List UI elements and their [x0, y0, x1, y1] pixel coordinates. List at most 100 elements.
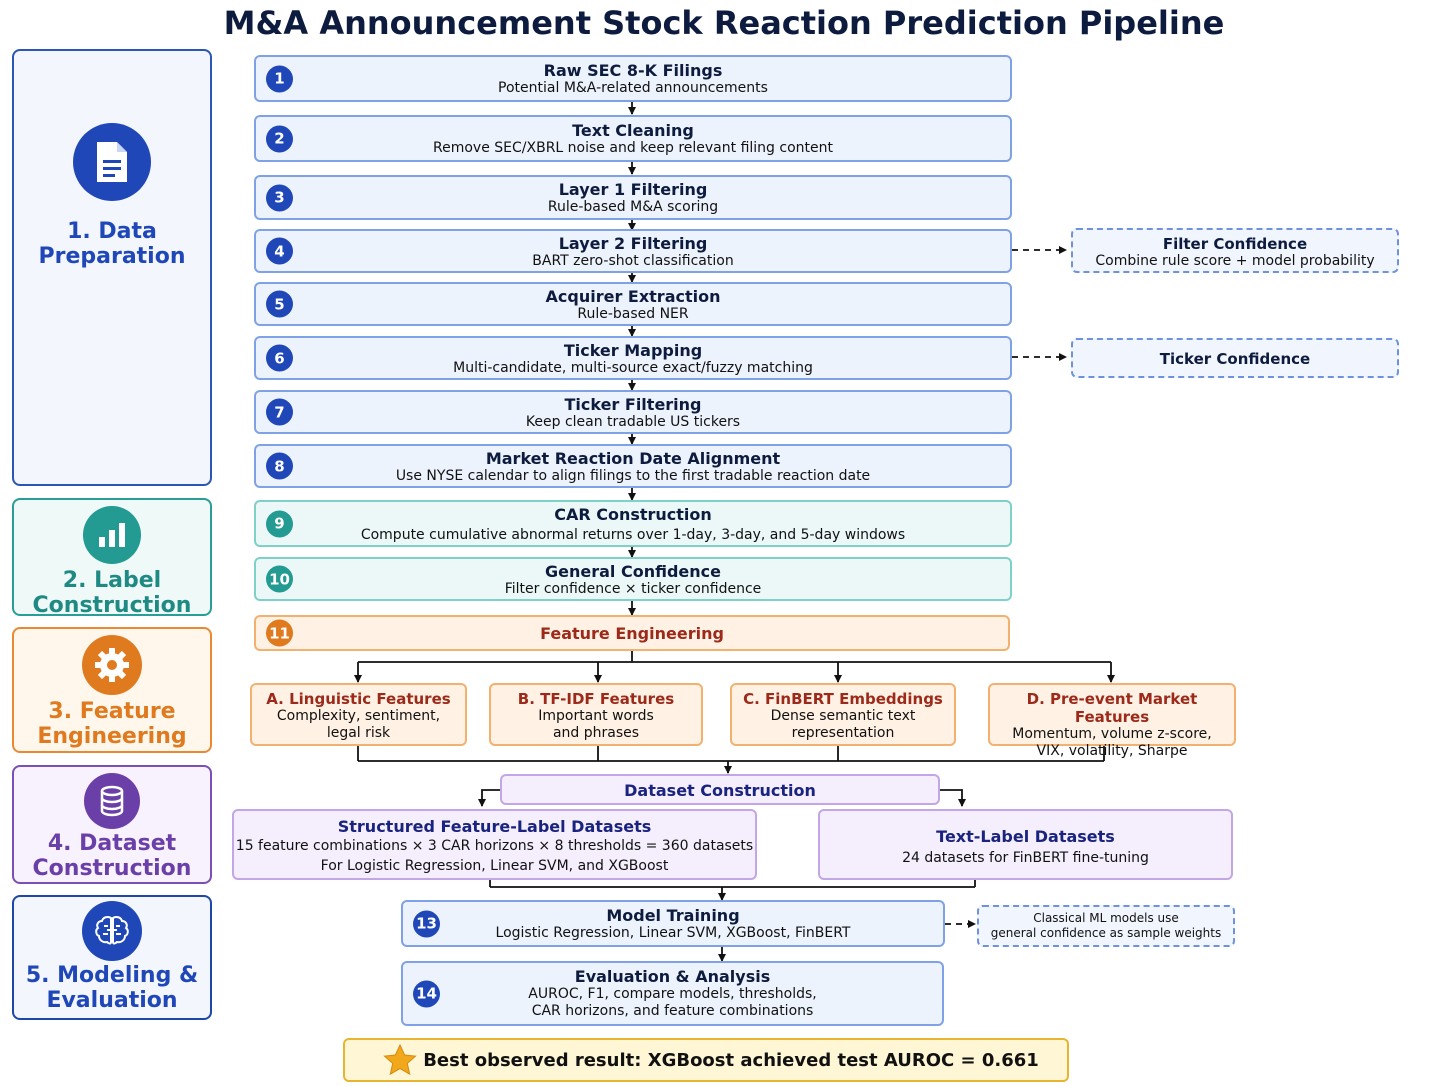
step-number: 11	[266, 619, 293, 647]
structured-line2: For Logistic Regression, Linear SVM, and…	[320, 858, 669, 874]
step-desc: Logistic Regression, Linear SVM, XGBoost…	[495, 925, 851, 941]
feature-title: A. Linguistic Features	[266, 690, 451, 708]
note-classical-ml: Classical ML models use general confiden…	[977, 905, 1235, 947]
dataset-construction-title: Dataset Construction	[624, 781, 816, 800]
feature-line2: legal risk	[326, 725, 391, 741]
note-line2: general confidence as sample weights	[990, 926, 1222, 940]
feature-title: C. FinBERT Embeddings	[743, 690, 943, 708]
step-feature-engineering: 11 Feature Engineering	[254, 615, 1010, 651]
stage-label-line1: 2. Label	[62, 568, 162, 593]
step-number: 8	[266, 452, 293, 480]
document-icon	[73, 123, 151, 201]
stage-label-line2: Construction	[32, 856, 192, 881]
stage-label-line2: Engineering	[37, 724, 187, 749]
feature-line1: Momentum, volume z-score,	[1012, 726, 1212, 742]
step-desc: Potential M&A-related announcements	[498, 80, 768, 96]
step-number: 14	[413, 980, 440, 1007]
feature-title: D. Pre-event Market Features	[1026, 690, 1198, 726]
step-title: CAR Construction	[554, 505, 712, 524]
stage-modeling-evaluation: 5. Modeling &Evaluation	[12, 895, 212, 1020]
step-number: 1	[266, 65, 293, 92]
result-text: Best observed result: XGBoost achieved t…	[423, 1050, 1039, 1071]
step-number: 5	[266, 290, 293, 318]
feature-line1: Dense semantic text	[770, 708, 916, 724]
step-number: 4	[266, 237, 293, 265]
step-number: 6	[266, 344, 293, 372]
stage-label-line2: Construction	[32, 593, 192, 618]
step-desc: Keep clean tradable US tickers	[525, 414, 741, 430]
step-desc: Remove SEC/XBRL noise and keep relevant …	[433, 140, 833, 156]
stage-label-line1: 4. Dataset	[47, 831, 177, 856]
structured-datasets: Structured Feature-Label Datasets 15 fea…	[232, 809, 757, 880]
step-title: General Confidence	[545, 562, 721, 581]
step-desc: BART zero-shot classification	[532, 253, 734, 269]
feature-line1: Important words	[538, 708, 654, 724]
step-desc: Rule-based NER	[577, 306, 689, 322]
step-title: Feature Engineering	[540, 624, 724, 643]
step-desc: Rule-based M&A scoring	[547, 199, 719, 215]
bar-chart-icon	[83, 506, 141, 564]
feature-tfidf: B. TF-IDF Features Important words and p…	[489, 683, 703, 746]
note-filter-confidence: Filter Confidence Combine rule score + m…	[1071, 228, 1399, 273]
feature-market: D. Pre-event Market Features Momentum, v…	[988, 683, 1236, 759]
step-title: Ticker Mapping	[563, 341, 703, 360]
step-number: 13	[413, 910, 440, 937]
stage-label-line2: Evaluation	[46, 988, 178, 1013]
note-title: Ticker Confidence	[1159, 350, 1311, 368]
step-desc: Compute cumulative abnormal returns over…	[360, 527, 906, 543]
stage-label-line1: 1. Data	[67, 219, 157, 244]
feature-finbert: C. FinBERT Embeddings Dense semantic tex…	[730, 683, 956, 746]
stage-label-line1: 3. Feature	[48, 699, 176, 724]
stage-label-line2: Preparation	[38, 244, 186, 269]
step-desc: Multi-candidate, multi-source exact/fuzz…	[453, 360, 813, 376]
step-number: 10	[266, 565, 293, 593]
step-title: Raw SEC 8-K Filings	[543, 61, 723, 80]
text-label-datasets: Text-Label Datasets 24 datasets for FinB…	[818, 809, 1233, 880]
stage-label-line1: 5. Modeling &	[25, 963, 199, 988]
step-number: 2	[266, 125, 293, 152]
step-title: Market Reaction Date Alignment	[485, 449, 781, 468]
textlabel-title: Text-Label Datasets	[936, 827, 1115, 846]
step-desc: Filter confidence × ticker confidence	[504, 581, 762, 597]
structured-line1: 15 feature combinations × 3 CAR horizons…	[235, 838, 754, 854]
feature-line2: VIX, volatility, Sharpe	[1036, 743, 1188, 759]
step-title: Layer 2 Filtering	[558, 234, 708, 253]
dataset-construction: Dataset Construction	[500, 774, 940, 805]
star-icon	[383, 1043, 417, 1080]
note-ticker-confidence: Ticker Confidence	[1071, 338, 1399, 378]
note-title: Filter Confidence	[1162, 235, 1308, 253]
step-number: 7	[266, 398, 293, 426]
step-desc: Use NYSE calendar to align filings to th…	[395, 468, 871, 484]
best-result-banner: Best observed result: XGBoost achieved t…	[343, 1038, 1069, 1082]
database-icon	[84, 773, 140, 829]
step-title: Evaluation & Analysis	[574, 967, 771, 986]
note-line1: Classical ML models use	[1033, 911, 1179, 925]
note-desc: Combine rule score + model probability	[1095, 253, 1375, 269]
textlabel-line1: 24 datasets for FinBERT fine-tuning	[902, 850, 1149, 866]
step-number: 3	[266, 184, 293, 211]
feature-line1: Complexity, sentiment,	[276, 708, 441, 724]
page-title: M&A Announcement Stock Reaction Predicti…	[223, 4, 1225, 42]
step-title: Model Training	[606, 906, 740, 925]
step-title: Text Cleaning	[572, 121, 694, 140]
step-line2: CAR horizons, and feature combinations	[531, 1003, 814, 1019]
brain-icon	[82, 901, 142, 961]
step-title: Acquirer Extraction	[545, 287, 721, 306]
gear-icon	[82, 635, 142, 695]
